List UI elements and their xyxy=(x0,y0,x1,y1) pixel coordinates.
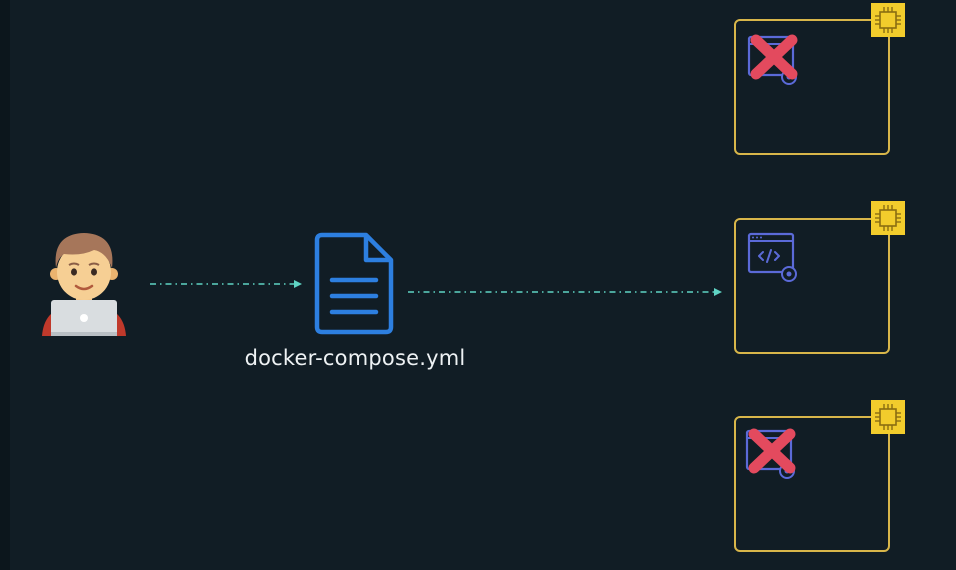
file-label: docker-compose.yml xyxy=(244,346,466,370)
document-icon xyxy=(314,232,394,335)
cpu-chip-icon xyxy=(871,400,905,434)
node-box-3 xyxy=(734,416,890,552)
failed-x-icon xyxy=(750,34,798,80)
cpu-chip-icon xyxy=(871,201,905,235)
node-box-1 xyxy=(734,19,890,155)
developer-icon xyxy=(42,233,126,336)
arrow-file-to-nodes xyxy=(408,288,722,296)
node-box-2 xyxy=(734,218,890,354)
code-window-icon xyxy=(747,232,797,282)
failed-x-icon xyxy=(748,428,796,474)
arrow-developer-to-file xyxy=(150,280,302,288)
cpu-chip-icon xyxy=(871,3,905,37)
left-edge-stripe xyxy=(0,0,10,570)
